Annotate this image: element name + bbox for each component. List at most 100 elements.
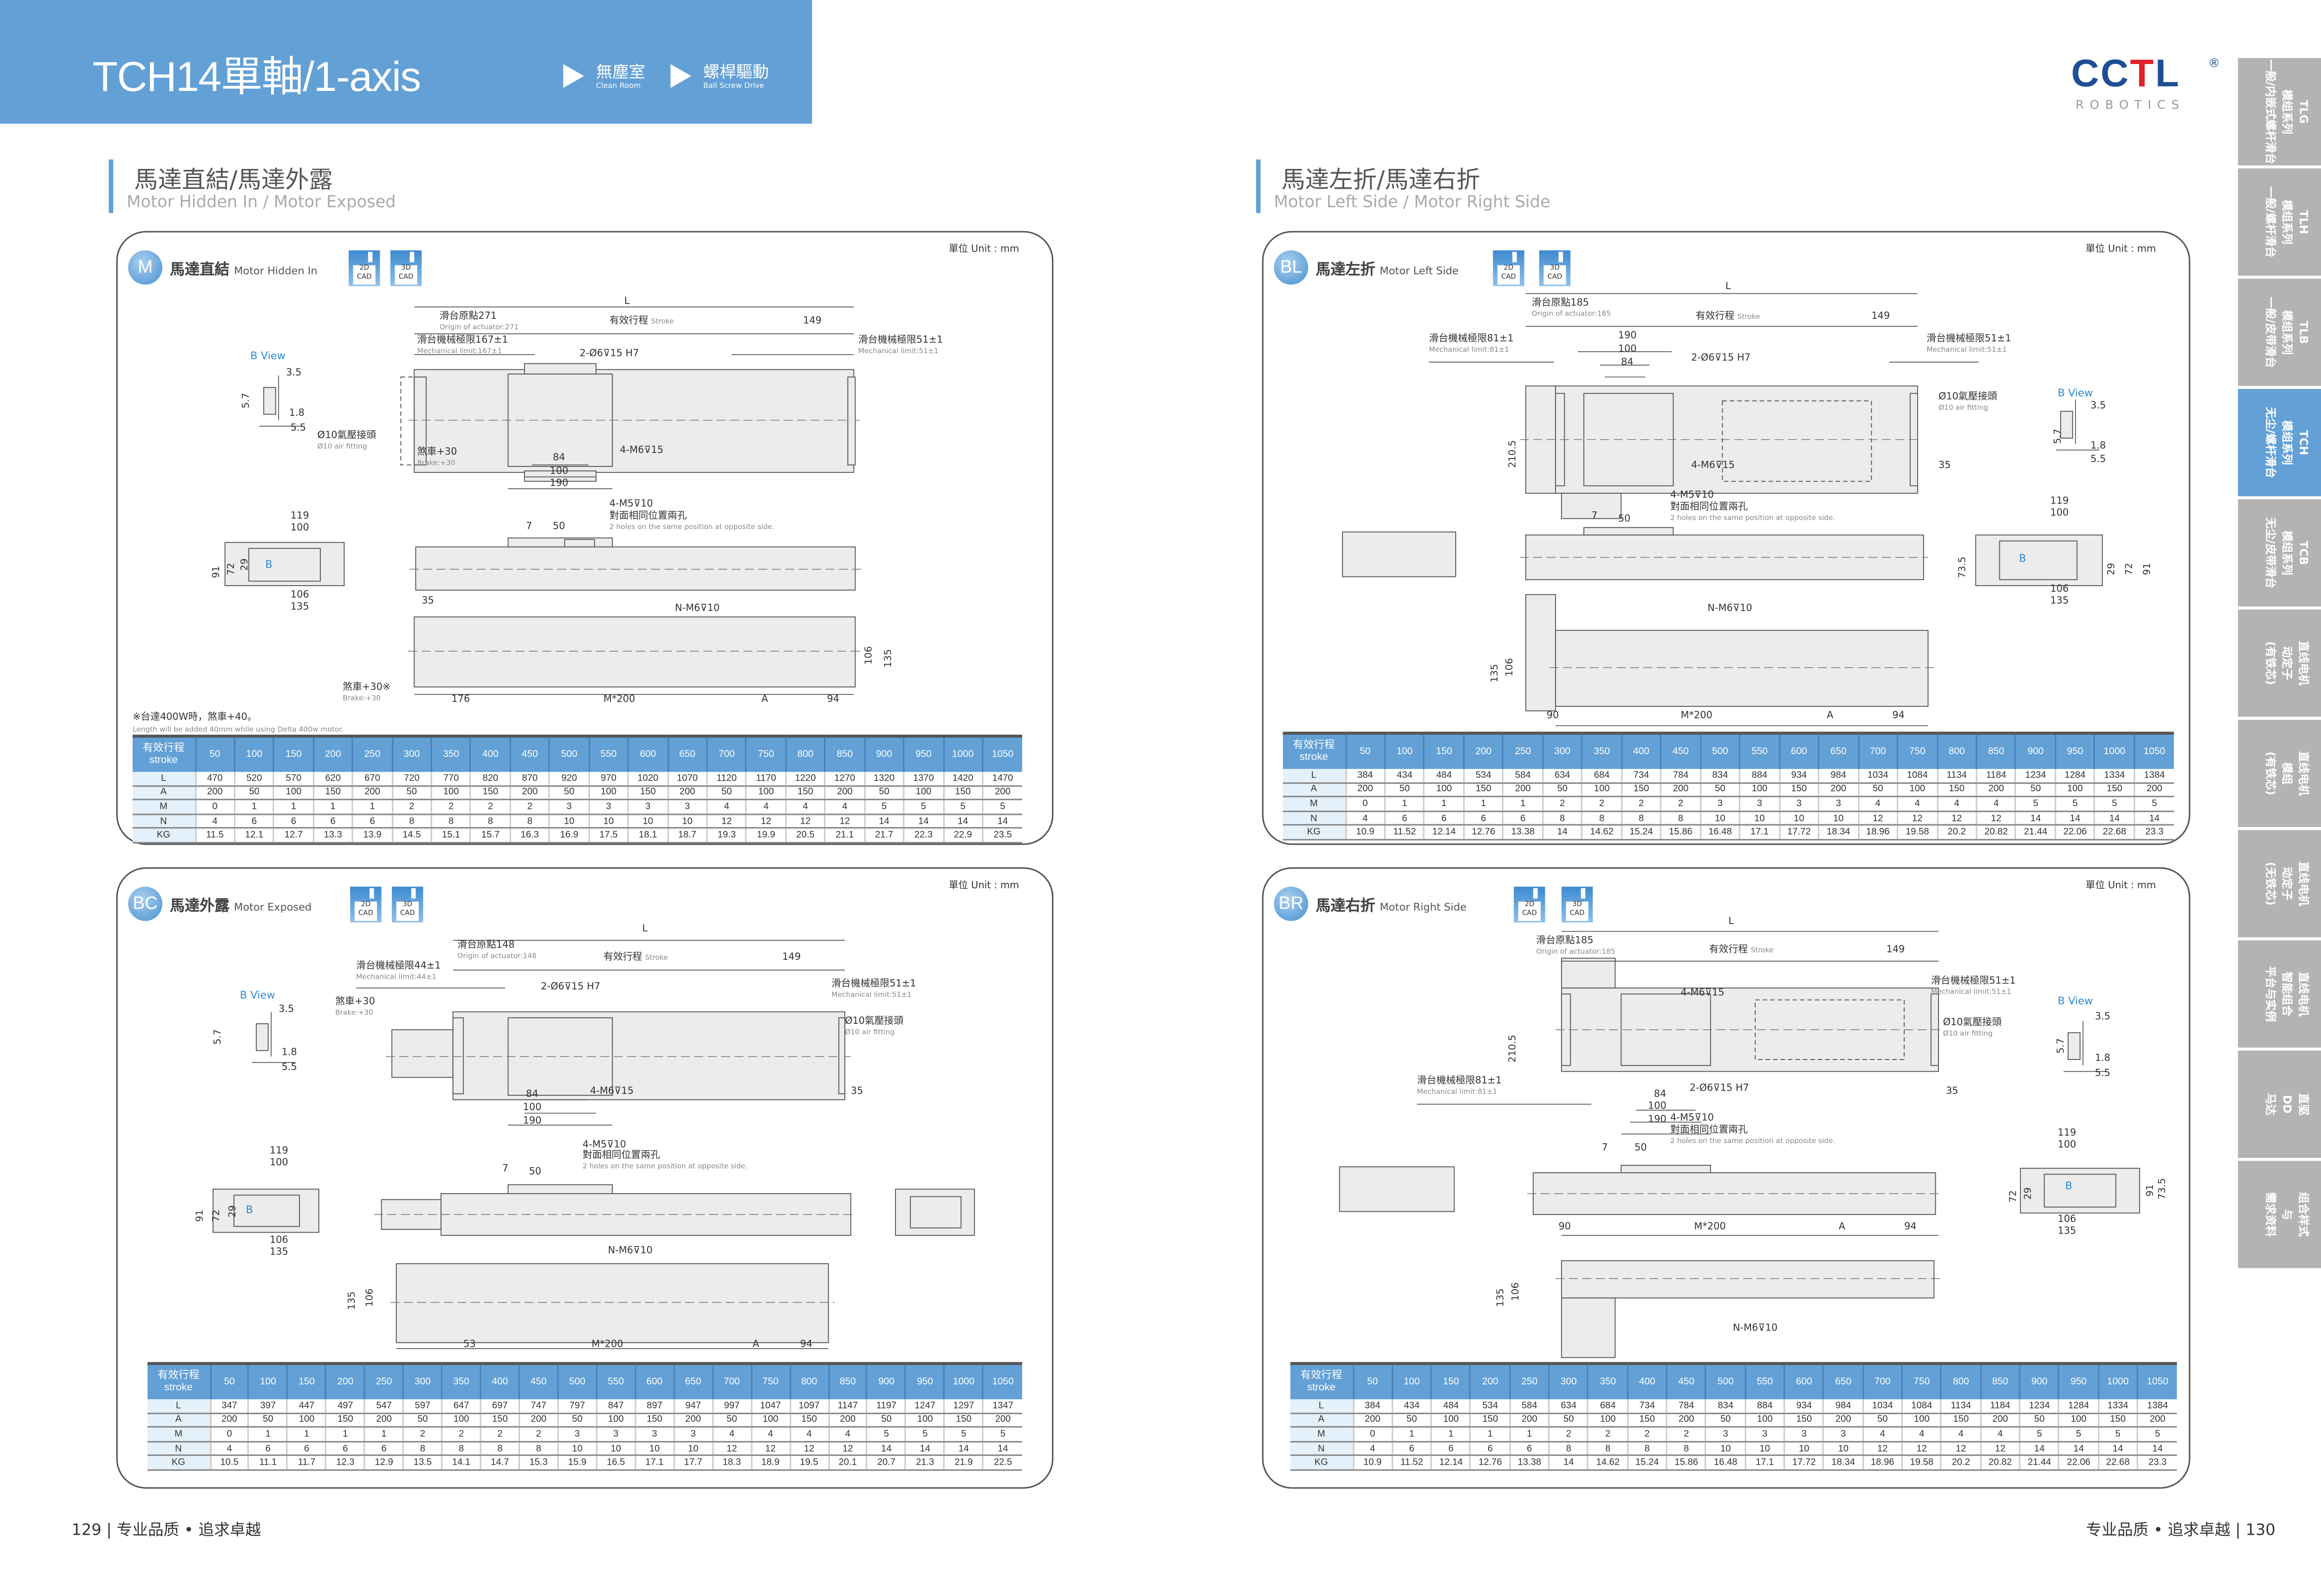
side-tab-直线电机[interactable]: 直线电机动定子(无铁芯) bbox=[2238, 830, 2321, 937]
table-cell: 18.96 bbox=[1862, 1455, 1902, 1471]
table-cell: 634 bbox=[1542, 769, 1582, 783]
table-cell: 8 bbox=[1587, 1441, 1628, 1457]
table-cell: 20.1 bbox=[828, 1455, 867, 1471]
arrow-right-icon bbox=[670, 64, 692, 88]
table-cell: 10 bbox=[1744, 1441, 1785, 1457]
stroke-column-header: 1000 bbox=[942, 735, 983, 772]
table-cell: 10 bbox=[1822, 1441, 1863, 1457]
table-cell: 50 bbox=[706, 785, 746, 801]
table-cell: 12 bbox=[746, 814, 786, 829]
dim-label-fb: B bbox=[2019, 553, 2026, 565]
table-cell: 200 bbox=[352, 785, 392, 801]
stroke-column-header: 800 bbox=[1936, 731, 1977, 769]
table-cell: 50 bbox=[1542, 782, 1582, 798]
table-cell: 4 bbox=[789, 1427, 829, 1442]
table-cell: 984 bbox=[1818, 769, 1858, 783]
table-cell: 634 bbox=[1548, 1399, 1588, 1414]
dim-label-air: Ø10氣壓接頭 bbox=[317, 429, 376, 441]
table-cell: 8 bbox=[441, 1441, 481, 1457]
dim-label-d35: 35 bbox=[1938, 459, 1951, 471]
table-cell: 1297 bbox=[943, 1399, 983, 1414]
dim-label-d190: 190 bbox=[550, 477, 569, 489]
technical-drawing bbox=[1339, 931, 2140, 1358]
stroke-column-header: 1000 bbox=[2094, 731, 2134, 769]
table-cell: 6 bbox=[248, 1441, 288, 1457]
side-tab-组合样式[interactable]: 组合样式与需求资料 bbox=[2238, 1161, 2321, 1268]
table-cell: 11.52 bbox=[1384, 825, 1425, 840]
table-cell: 647 bbox=[441, 1399, 481, 1414]
stroke-column-header: 600 bbox=[1778, 731, 1819, 769]
table-cell: 18.9 bbox=[750, 1455, 790, 1471]
dim-label-d94: 94 bbox=[827, 693, 840, 705]
cad-file-icon bbox=[1533, 888, 1538, 899]
row-label: KG bbox=[132, 828, 195, 844]
dim-label-origin: 滑台原點185 bbox=[1531, 296, 1589, 309]
table-cell: 100 bbox=[273, 785, 313, 801]
table-cell: 5 bbox=[982, 800, 1022, 815]
dim-label-mech-l: 滑台機械極限81±1 bbox=[1429, 332, 1514, 344]
stroke-column-header: 350 bbox=[430, 735, 471, 772]
crumb-label: 無塵室 bbox=[596, 62, 645, 82]
table-cell: 14 bbox=[2055, 811, 2095, 827]
unit-label: 單位 Unit : mm bbox=[948, 243, 1019, 255]
side-tab-直线电机[interactable]: 直线电机模组(有铁芯) bbox=[2238, 719, 2321, 827]
dim-label-f106: 106 bbox=[2057, 1213, 2076, 1225]
table-cell: 50 bbox=[233, 785, 274, 801]
dim-label-d7: 7 bbox=[1591, 510, 1598, 522]
footer-separator: | bbox=[2235, 1521, 2241, 1539]
drawing-part bbox=[524, 363, 596, 375]
dim-label-b18: 1.8 bbox=[281, 1046, 297, 1058]
side-tab-label: 直线电机动定子(有铁芯) bbox=[2263, 609, 2312, 717]
table-cell: 21.44 bbox=[2015, 825, 2055, 840]
table-cell: 150 bbox=[312, 785, 353, 801]
variant-badge: BR bbox=[1274, 886, 1309, 921]
stroke-header-en: stroke bbox=[1307, 1382, 1336, 1393]
dim-label-m5: 4-M5⊽10 bbox=[1670, 489, 1714, 501]
table-cell: 12 bbox=[784, 814, 825, 829]
dim-label-d149: 149 bbox=[803, 314, 822, 327]
table-cell: 14 bbox=[982, 1441, 1022, 1457]
table-cell: 12 bbox=[712, 1441, 752, 1457]
table-cell: 0 bbox=[209, 1427, 249, 1442]
table-cell: 14.62 bbox=[1581, 825, 1622, 840]
table-cell: 1420 bbox=[942, 772, 983, 787]
table-cell: 0 bbox=[194, 800, 235, 815]
row-label: L bbox=[147, 1399, 210, 1414]
cad-file-icon bbox=[1512, 252, 1517, 263]
stroke-column-header: 400 bbox=[470, 735, 510, 772]
table-cell: 150 bbox=[470, 785, 510, 801]
side-tab-line: 直线电机 bbox=[2296, 640, 2310, 686]
dim-label-holes: 對面相同位置兩孔 bbox=[1670, 500, 1748, 513]
side-tab-直线电机[interactable]: 直线电机动定子(有铁芯) bbox=[2238, 609, 2321, 717]
table-cell: 50 bbox=[1705, 1413, 1745, 1428]
side-tab-直线电机[interactable]: 直线电机智能组合平台与实例 bbox=[2238, 940, 2321, 1048]
stroke-column-header: 400 bbox=[480, 1362, 519, 1400]
table-cell: 200 bbox=[1344, 782, 1385, 798]
dim-label-b35: 3.5 bbox=[286, 366, 302, 379]
dim-label-brake: 煞車+30 bbox=[335, 995, 375, 1008]
logo-sub: ROBOTICS bbox=[2075, 98, 2185, 112]
section-title: 馬達直結/馬達外露 bbox=[134, 165, 333, 194]
table-cell: 2 bbox=[480, 1427, 519, 1442]
table-cell: 50 bbox=[1548, 1413, 1588, 1428]
table-cell: 6 bbox=[1423, 811, 1464, 827]
side-tab-line: 模组 bbox=[2280, 762, 2294, 785]
table-cell: 150 bbox=[784, 785, 825, 801]
table-cell: 1 bbox=[1502, 796, 1543, 812]
table-cell: 150 bbox=[1783, 1413, 1824, 1428]
